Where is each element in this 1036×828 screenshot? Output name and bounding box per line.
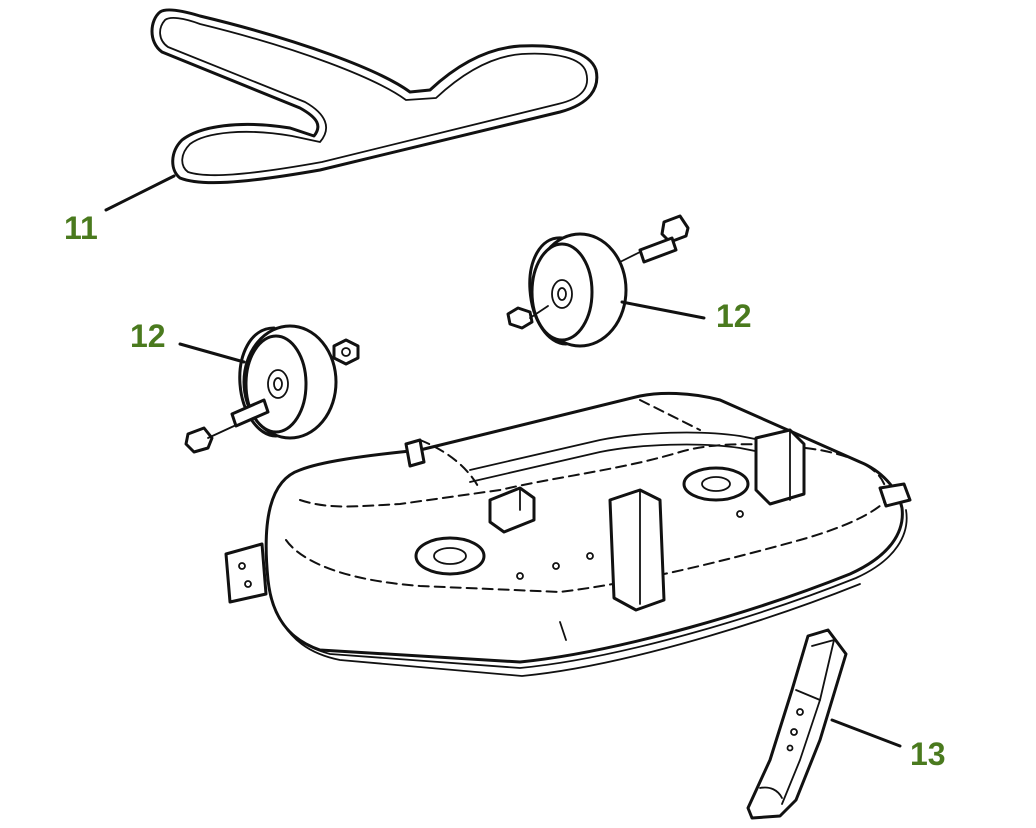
mower-blade <box>746 628 902 820</box>
callout-12-right: 12 <box>716 298 752 334</box>
gauge-wheel-left <box>178 324 360 454</box>
callout-11: 11 <box>64 210 98 246</box>
mower-deck <box>224 391 912 677</box>
callout-13: 13 <box>910 736 946 772</box>
gauge-wheel-right <box>506 214 706 348</box>
callout-12-left: 12 <box>130 318 166 354</box>
leader-11 <box>104 174 176 212</box>
drive-belt <box>150 8 599 185</box>
